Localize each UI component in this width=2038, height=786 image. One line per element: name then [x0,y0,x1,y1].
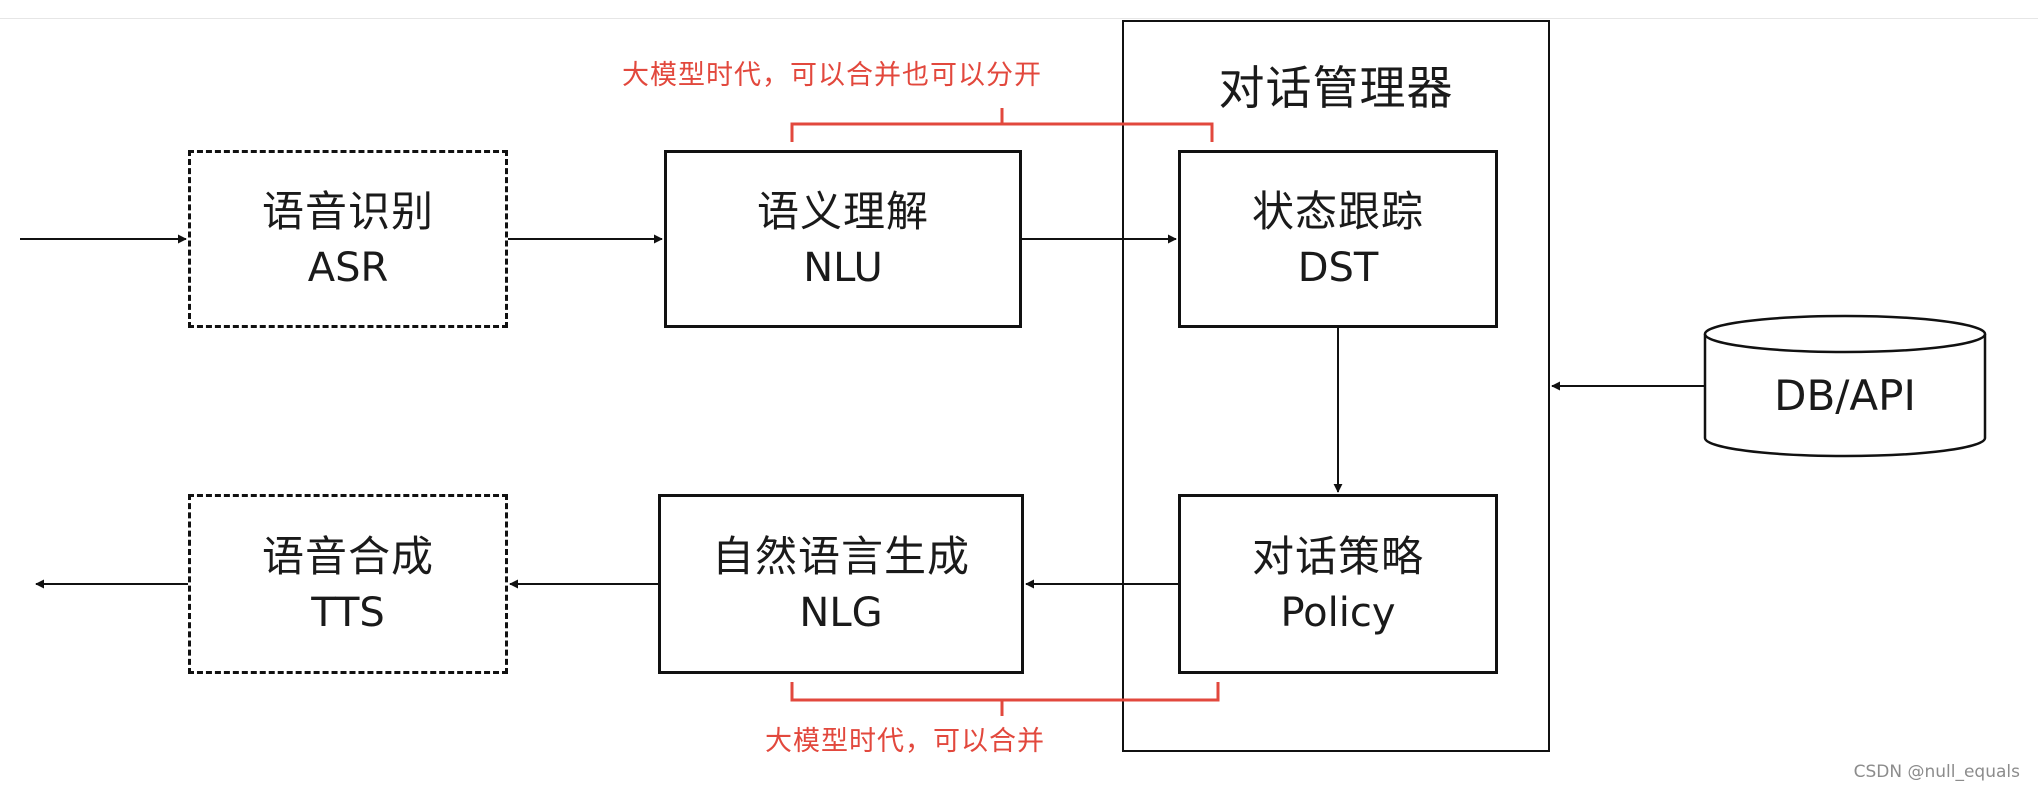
node-policy-en: Policy [1280,590,1396,636]
node-nlu-en: NLU [803,245,883,291]
node-nlu: 语义理解 NLU [664,150,1022,328]
annotation-top: 大模型时代，可以合并也可以分开 [622,60,1042,91]
annotation-bottom: 大模型时代，可以合并 [765,726,1045,757]
node-nlg-zh: 自然语言生成 [711,532,970,581]
node-tts: 语音合成 TTS [188,494,508,674]
bracket-bottom [790,682,1220,716]
node-asr-zh: 语音识别 [261,187,434,236]
node-tts-zh: 语音合成 [261,532,434,581]
node-tts-en: TTS [311,590,385,636]
dialog-manager-title: 对话管理器 [1218,61,1454,115]
node-nlg: 自然语言生成 NLG [658,494,1024,674]
watermark: CSDN @null_equals [1853,762,2020,782]
node-dst-zh: 状态跟踪 [1251,187,1424,236]
top-divider [0,18,2038,19]
node-policy: 对话策略 Policy [1178,494,1498,674]
db-api-label: DB/API [1774,371,1916,420]
node-asr: 语音识别 ASR [188,150,508,328]
node-dst: 状态跟踪 DST [1178,150,1498,328]
node-nlg-en: NLG [799,590,883,636]
node-asr-en: ASR [307,245,389,291]
dialog-manager-frame [1122,20,1550,752]
node-policy-zh: 对话策略 [1251,532,1424,581]
db-api-cylinder [1703,314,1987,458]
node-dst-en: DST [1297,245,1379,291]
node-nlu-zh: 语义理解 [756,187,929,236]
bracket-top [790,108,1214,142]
